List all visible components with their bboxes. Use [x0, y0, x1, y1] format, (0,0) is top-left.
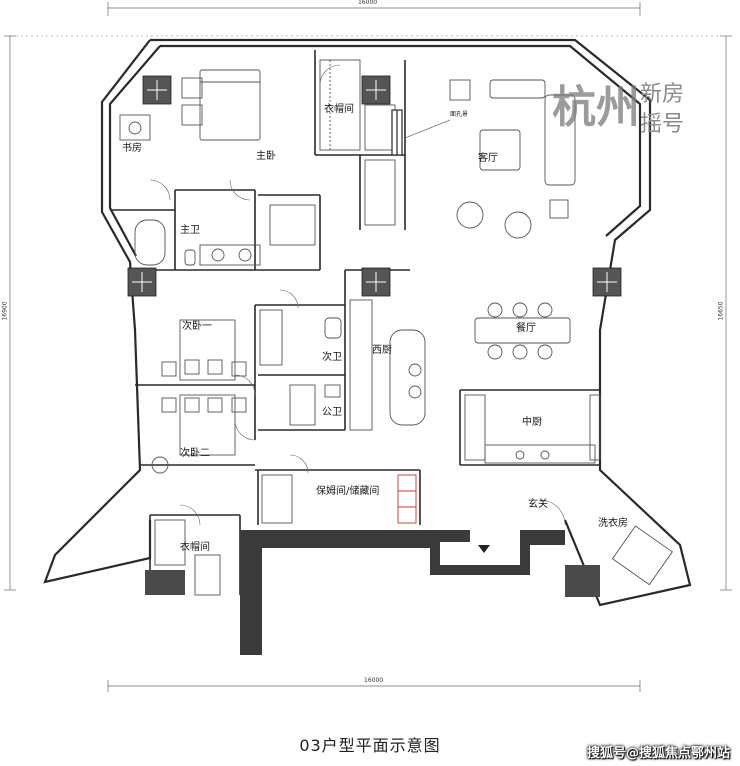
room-bedroom-3: 次卧二: [180, 448, 210, 459]
outer-walls: [43, 38, 692, 607]
room-walk-in-closet: 衣帽间: [324, 104, 354, 115]
column-marks: [132, 80, 617, 292]
room-study: 书房: [122, 143, 142, 154]
furniture: [119, 59, 673, 596]
room-master-bedroom: 主卧: [256, 151, 276, 162]
interior-walls: [110, 50, 600, 595]
watermark-line2: 摇号: [640, 112, 685, 137]
room-laundry: 洗衣房: [598, 518, 628, 529]
room-master-bath: 主卫: [180, 225, 200, 236]
dimension-bottom: 16000: [364, 677, 384, 684]
room-second-bath: 次卫: [322, 352, 342, 363]
room-western-kitchen: 西厨: [372, 345, 392, 356]
core-wall: [145, 530, 600, 655]
dimension-right: 16650: [717, 301, 725, 321]
room-public-bath: 公卫: [322, 407, 342, 418]
dimension-top: 16000: [358, 0, 378, 6]
window-note: 面孔景: [450, 111, 469, 118]
room-bedroom-2: 次卧一: [182, 321, 212, 332]
plan-title: 03户型平面示意图: [299, 736, 441, 755]
window-band: [391, 109, 403, 156]
room-living: 客厅: [478, 153, 498, 164]
watermark-brand: 杭州: [552, 82, 640, 133]
room-chinese-kitchen: 中厨: [522, 417, 542, 428]
window-note-leader: [404, 119, 451, 139]
dimension-lines: [4, 2, 732, 692]
watermark-logo: 杭州 新房 摇号: [548, 74, 718, 154]
watermark-line1: 新房: [640, 82, 685, 107]
room-dining: 餐厅: [516, 323, 536, 334]
dimension-left: 16900: [1, 301, 9, 321]
floor-plan: [4, 2, 732, 692]
source-credit: 搜狐号@搜狐焦点鄂州站: [586, 746, 730, 761]
door-swings: [149, 64, 566, 526]
room-storage: 保姆间/储藏间: [316, 486, 380, 497]
room-closet-2: 衣帽间: [180, 542, 210, 553]
room-entrance: 玄关: [528, 499, 548, 510]
